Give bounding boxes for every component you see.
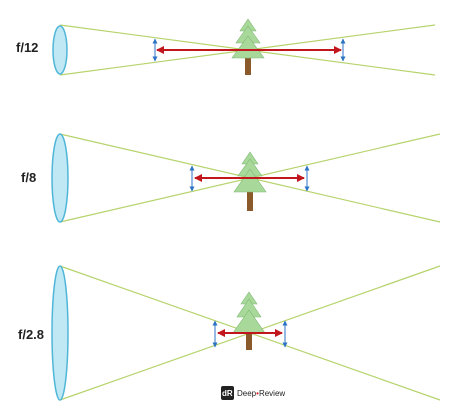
- deep-review-logo: dR Deep•Review: [221, 386, 285, 400]
- tree-icon: [232, 291, 266, 350]
- logo-mark-icon: [221, 386, 234, 400]
- aperture-label: f/8: [21, 170, 36, 185]
- logo-mark: dR: [222, 389, 233, 398]
- tree-icon: [233, 151, 267, 211]
- lens-icon: [51, 265, 69, 401]
- logo-separator: •: [256, 389, 259, 398]
- panel-f2-8: f/2.8: [18, 265, 441, 401]
- aperture-label: f/2.8: [18, 327, 44, 342]
- panel-f8: f/8: [21, 133, 441, 223]
- aperture-label: f/12: [16, 40, 38, 55]
- panel-f12: f/12: [16, 18, 436, 76]
- lens-icon: [52, 25, 68, 75]
- logo-name-part1: Deep: [237, 389, 257, 398]
- logo-name: Deep•Review: [237, 389, 285, 398]
- lens-icon: [51, 133, 69, 223]
- tree-icon: [231, 18, 265, 75]
- logo-name-part2: Review: [259, 389, 285, 398]
